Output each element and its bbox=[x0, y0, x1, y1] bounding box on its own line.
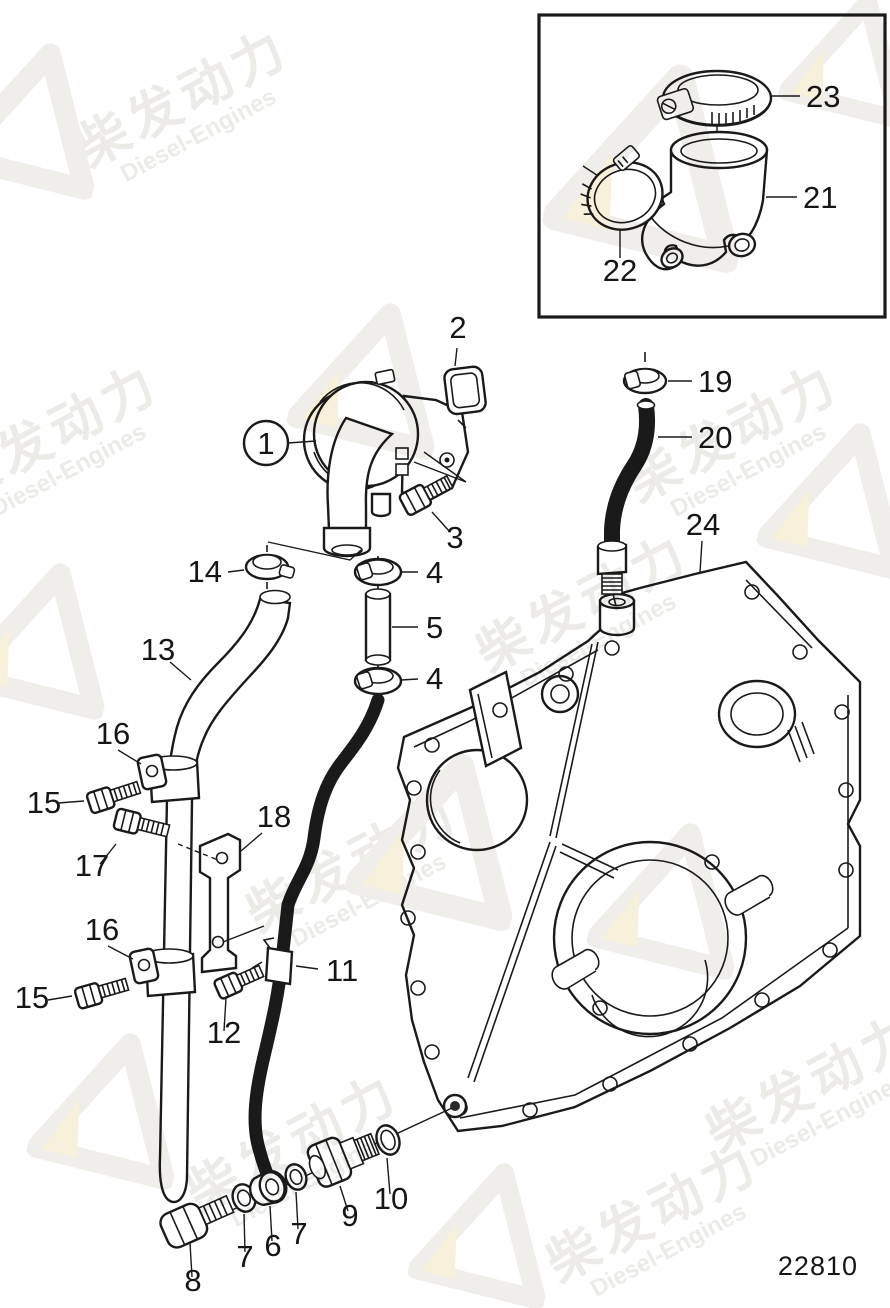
callout-19-label: 19 bbox=[698, 364, 732, 399]
banjo-bolt-8 bbox=[159, 1194, 235, 1249]
bolt-12-group: 12 bbox=[207, 961, 265, 1050]
callout-20-label: 20 bbox=[698, 420, 732, 455]
vent-hose-20-group: 19 20 bbox=[596, 352, 732, 607]
bolt-17: 17 bbox=[75, 807, 219, 883]
steel-pipe-11-group: 11 12 bbox=[207, 693, 385, 1183]
callout-6-label: 6 bbox=[264, 1228, 281, 1263]
pipe-clamp bbox=[262, 937, 294, 986]
callout-16-lower-label: 16 bbox=[85, 912, 119, 947]
hose-clamp-4-bottom bbox=[353, 666, 403, 696]
banjo-fitting-group: 8 7 6 7 9 10 bbox=[159, 1107, 453, 1298]
callout-4-bottom-label: 4 bbox=[426, 661, 443, 696]
callout-15-lower-label: 15 bbox=[15, 980, 49, 1015]
clamp-sleeve-chain: 4 5 4 bbox=[353, 555, 443, 697]
callout-18-label: 18 bbox=[257, 799, 291, 834]
callout-3-label: 3 bbox=[446, 520, 463, 555]
callout-24-label: 24 bbox=[686, 507, 720, 542]
vent-pipe-boss bbox=[598, 592, 636, 637]
seal-ring-10 bbox=[375, 1124, 401, 1156]
sleeve-5 bbox=[364, 588, 392, 666]
callout-16-upper-label: 16 bbox=[96, 716, 130, 751]
connector-9 bbox=[306, 1132, 381, 1188]
hose-clamp-14: 14 bbox=[188, 545, 296, 589]
callout-4-top-label: 4 bbox=[426, 555, 443, 590]
bolt-15-upper: 15 bbox=[27, 780, 142, 820]
callout-2-label: 2 bbox=[449, 310, 466, 345]
hose-clamp-19 bbox=[622, 367, 668, 395]
callout-12-label: 12 bbox=[207, 1015, 241, 1050]
hose-clamp-4-top bbox=[353, 557, 403, 587]
callout-15-upper-label: 15 bbox=[27, 785, 61, 820]
inset-box: 23 21 22 bbox=[537, 13, 887, 319]
timing-cover-24: 24 bbox=[396, 507, 862, 1133]
callout-21-label: 21 bbox=[803, 180, 837, 215]
callout-10-label: 10 bbox=[374, 1181, 408, 1216]
callout-5-label: 5 bbox=[426, 610, 443, 645]
clamp-plate-16-upper bbox=[136, 753, 168, 791]
callout-23-label: 23 bbox=[806, 79, 840, 114]
callout-14-label: 14 bbox=[188, 554, 222, 589]
callout-17-label: 17 bbox=[75, 848, 109, 883]
gasket-2-group: 2 bbox=[443, 310, 487, 416]
callout-9-label: 9 bbox=[341, 1198, 358, 1233]
oil-separator-1-group: 1 bbox=[242, 368, 470, 561]
clamp-plate-16-lower bbox=[128, 947, 160, 985]
callout-1-label: 1 bbox=[257, 426, 274, 461]
banjo-union-6 bbox=[248, 1170, 288, 1207]
callout-8-label: 8 bbox=[184, 1263, 201, 1298]
callout-13-label: 13 bbox=[141, 632, 175, 667]
bolt-3-group: 3 bbox=[398, 451, 467, 555]
bracket-18-group: 18 bbox=[198, 799, 291, 974]
bolt-15-lower: 15 bbox=[15, 977, 130, 1015]
callout-11-label: 11 bbox=[326, 953, 358, 988]
washer-7-right bbox=[284, 1163, 308, 1191]
callout-22-label: 22 bbox=[603, 253, 637, 288]
hose-13-group: 14 13 16 bbox=[15, 545, 296, 1204]
callout-7-left-label: 7 bbox=[236, 1239, 253, 1274]
drawing-number: 22810 bbox=[778, 1251, 858, 1281]
callout-7-right-label: 7 bbox=[290, 1216, 307, 1251]
